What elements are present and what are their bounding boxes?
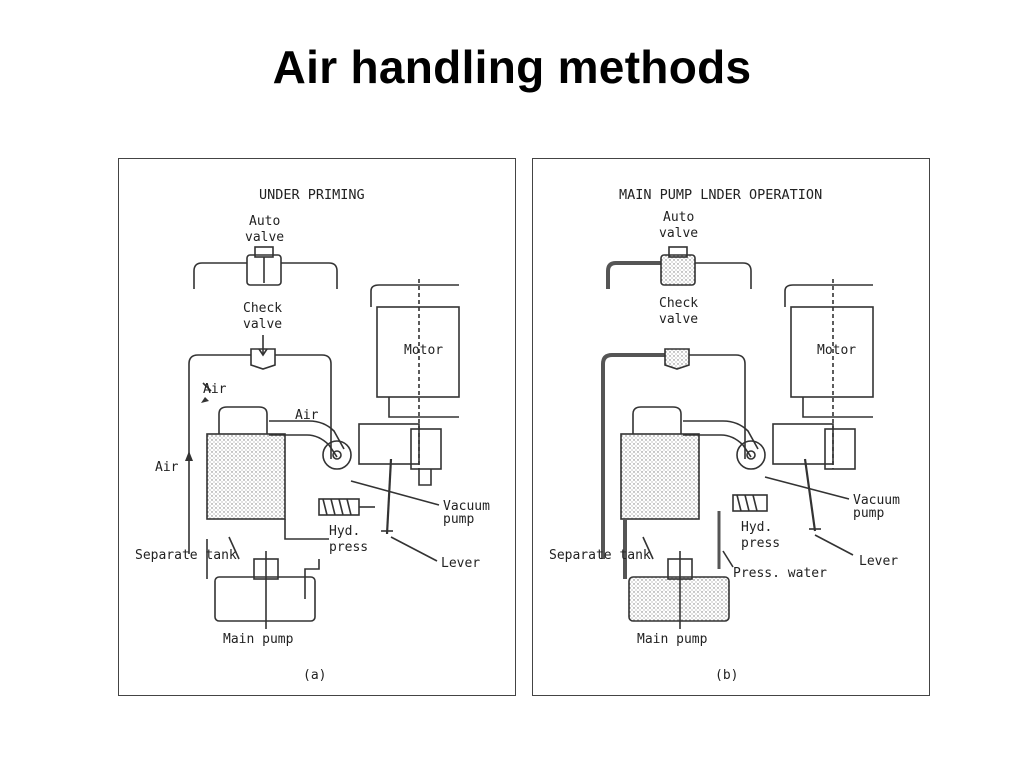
- label-hyd-press-line2: press: [329, 540, 368, 555]
- label-vacuum-pump-line1: Vacuum: [443, 499, 490, 514]
- leader-vacuum-pump: [350, 480, 440, 506]
- check-valve-pipe-left: [188, 354, 251, 554]
- label-lever: Lever: [441, 556, 480, 571]
- auto-valve-body: [660, 254, 696, 286]
- air-pipe: [269, 420, 345, 450]
- leader-lever: [814, 534, 854, 556]
- label-air-top: Air: [203, 382, 227, 397]
- check-valve-body: [250, 348, 276, 370]
- diagram-panel-main-pump-under-operation: MAIN PUMP LNDER OPERATION Auto valve Che…: [532, 158, 930, 696]
- main-pump-casing: [214, 576, 316, 622]
- label-hyd-press-line2: press: [741, 536, 780, 551]
- diagram-panel-under-priming: UNDER PRIMING Auto valve Check valve Mot…: [118, 158, 516, 696]
- label-motor: Motor: [404, 343, 443, 358]
- label-separate-tank: Separate tank: [135, 548, 237, 563]
- motor-housing: [790, 306, 874, 398]
- label-auto-valve-line2: valve: [245, 230, 284, 245]
- panel-heading: MAIN PUMP LNDER OPERATION: [619, 187, 822, 203]
- leader-press-water: [722, 550, 734, 568]
- lever: [385, 458, 393, 535]
- leader-vacuum-pump: [764, 476, 850, 500]
- panel-caption: (b): [715, 668, 738, 683]
- check-valve-body: [664, 348, 690, 370]
- hyd-press: [732, 494, 768, 512]
- leader-separate-tank: [228, 536, 240, 560]
- auto-valve-pipe-left: [606, 261, 661, 289]
- label-hyd-press-line1: Hyd.: [329, 524, 360, 539]
- label-vacuum-pump-line1: Vacuum: [853, 493, 900, 508]
- leader-lever: [390, 536, 438, 562]
- auto-valve-pipe-right: [695, 262, 752, 289]
- label-main-pump: Main pump: [223, 632, 294, 647]
- auto-valve-cap: [668, 246, 688, 258]
- tank-top: [632, 406, 682, 434]
- panel-caption: (a): [303, 668, 326, 683]
- auto-valve-body: [246, 254, 282, 286]
- label-air-side: Air: [155, 460, 179, 475]
- air-arrow-side: [185, 451, 193, 461]
- label-check-valve-line2: valve: [243, 317, 282, 332]
- motor-housing: [376, 306, 460, 398]
- air-pipe: [683, 420, 759, 450]
- motor-top: [784, 284, 873, 307]
- check-valve-pipe-right: [689, 354, 746, 459]
- separate-tank: [620, 433, 700, 520]
- label-auto-valve-line2: valve: [659, 226, 698, 241]
- lever: [803, 458, 817, 532]
- vacuum-pump-housing: [772, 423, 834, 465]
- leader-separate-tank: [642, 536, 654, 560]
- label-auto-valve-line1: Auto: [663, 210, 694, 225]
- auto-valve-pipe-left: [193, 262, 247, 289]
- label-vacuum-pump-line2: pump: [853, 506, 884, 521]
- vacuum-pump-housing: [358, 423, 420, 465]
- auto-valve-pipe-right: [281, 262, 338, 289]
- check-valve-pipe-right: [275, 354, 332, 459]
- slide-title: Air handling methods: [272, 41, 752, 93]
- motor-top: [370, 284, 459, 307]
- check-valve-pipe-left: [601, 353, 665, 559]
- label-press-water: Press. water: [733, 566, 827, 581]
- main-pump-casing: [628, 576, 730, 622]
- tank-top: [218, 406, 268, 434]
- separate-tank: [206, 433, 286, 520]
- vacuum-pump-rotor: [736, 440, 766, 470]
- label-lever: Lever: [859, 554, 898, 569]
- air-arrow-top: [201, 397, 209, 403]
- label-separate-tank: Separate tank: [549, 548, 651, 563]
- main-pump-operation-diagram: MAIN PUMP LNDER OPERATION Auto valve Che…: [549, 187, 900, 683]
- panel-heading: UNDER PRIMING: [259, 187, 365, 203]
- label-vacuum-pump-line2: pump: [443, 512, 474, 527]
- label-check-valve-line1: Check: [659, 296, 698, 311]
- label-main-pump: Main pump: [637, 632, 708, 647]
- label-hyd-press-line1: Hyd.: [741, 520, 772, 535]
- label-air-mid: Air: [295, 408, 319, 423]
- vacuum-pump-rotor: [322, 440, 352, 470]
- label-auto-valve-line1: Auto: [249, 214, 280, 229]
- label-motor: Motor: [817, 343, 856, 358]
- label-check-valve-line1: Check: [243, 301, 282, 316]
- under-priming-diagram: UNDER PRIMING Auto valve Check valve Mot…: [135, 187, 490, 683]
- label-check-valve-line2: valve: [659, 312, 698, 327]
